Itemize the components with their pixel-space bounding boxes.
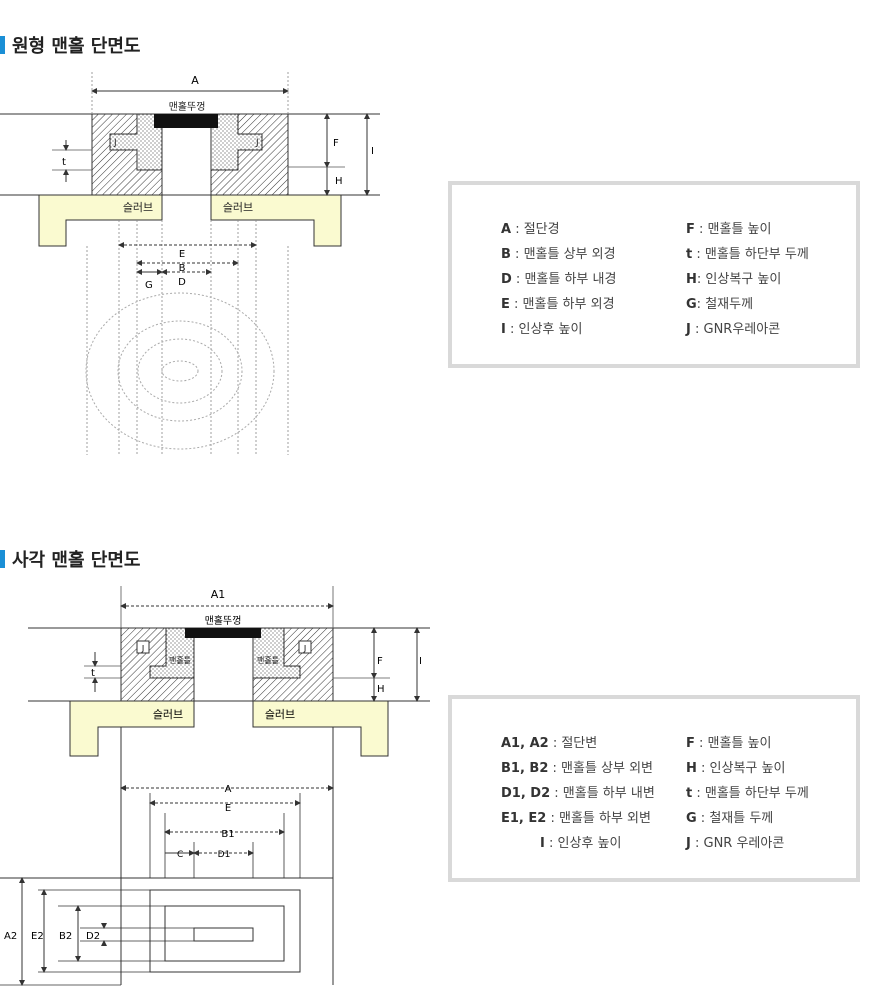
title-accent-bar [0,36,5,54]
title-accent-bar [0,550,5,568]
dim-d2-label: D2 [86,931,100,942]
slab-right-label: 슬러브 [265,708,295,721]
section-title-circular: 원형 맨홀 단면도 [0,33,140,57]
dim-a2-label: A2 [4,931,17,942]
legend-row: G : 철재틀 두께 [686,811,774,826]
legend-row: B : 맨홀틀 상부 외경 [501,247,616,262]
j-box-right [298,640,312,654]
section-title-square: 사각 맨홀 단면도 [0,547,140,571]
dim-e2-label: E2 [31,931,44,942]
dim-d-label: D [178,277,186,288]
legend-row: J : GNR 우레아콘 [686,836,785,851]
j-label-left: J [113,138,117,148]
legend-row: J : GNR우레아콘 [686,322,781,337]
slab-left [38,194,163,247]
plan-inner-rect [193,927,254,942]
frame-left [109,113,163,171]
dim-i-label: I [371,146,374,157]
dim-f-label: F [377,656,383,667]
dim-c-label: C [177,850,183,860]
slab-right [252,700,389,757]
dim-g-label: G [145,280,153,291]
cover-label: 맨홀뚜껑 [205,614,242,627]
dim-a-label: A [225,784,232,795]
slab-left-label: 슬러브 [153,708,183,721]
legend-row: t : 맨홀틀 하단부 두께 [686,786,809,801]
legend-row: G: 철재두께 [686,297,754,312]
dim-e-label: E [179,249,185,260]
legend-row: D1, D2 : 맨홀틀 하부 내변 [501,786,655,801]
cover-label: 맨홀뚜껑 [169,100,206,113]
slab-left [69,700,195,757]
j-label-right: J [255,138,259,148]
j-box-left [136,640,150,654]
legend-row: H : 인상복구 높이 [686,761,786,776]
manhole-cover [185,628,261,638]
legend-row: t : 맨홀틀 하단부 두께 [686,247,809,262]
legend-row: E : 맨홀틀 하부 외경 [501,297,615,312]
dim-a-label: A [191,74,199,87]
slab-right-label: 슬러브 [223,201,253,214]
frame-label-left: 맨홀틀 [169,655,191,665]
legend-row: B1, B2 : 맨홀틀 상부 외변 [501,761,654,776]
legend-row: A : 절단경 [501,222,560,237]
inner-projection-lines [149,793,301,878]
frame-right [252,627,301,679]
dim-e-label: E [225,803,231,814]
frame-right [210,113,263,171]
section-title-text: 원형 맨홀 단면도 [12,36,141,57]
legend-row: I : 인상후 높이 [501,322,583,337]
plan-view-circles [85,292,275,450]
dim-h-label: H [377,684,385,695]
dim-i-label: I [419,656,422,667]
square-manhole-diagram: J J 맨홀틀 맨홀틀 맨홀뚜껑 슬러브 슬러브 A1 F H I t A E … [0,586,430,986]
dim-b2-label: B2 [59,931,72,942]
dim-d1-label: D1 [218,850,231,860]
legend-row: A1, A2 : 절단변 [501,736,598,751]
legend-row: I : 인상후 높이 [540,836,622,851]
dim-b1-label: B1 [221,829,234,840]
dim-h-label: H [335,176,343,187]
slab-left-label: 슬러브 [123,201,153,214]
legend-row: F : 맨홀틀 높이 [686,222,772,237]
dim-t-label: t [62,157,66,168]
circular-manhole-diagram: 맨홀뚜껑 J J 슬러브 슬러브 A F H I t [0,72,380,455]
j-label-right: J [303,644,306,653]
legend-row: H: 인상복구 높이 [686,272,782,287]
dim-f-label: F [333,138,339,149]
plan-middle-rect [164,905,285,962]
legend-row: E1, E2 : 맨홀틀 하부 외변 [501,811,651,826]
plan-outer-rect [149,889,301,973]
square-legend-box: A1, A2 : 절단변 B1, B2 : 맨홀틀 상부 외변 D1, D2 :… [448,695,860,882]
frame-label-right: 맨홀틀 [257,655,279,665]
legend-row: F : 맨홀틀 높이 [686,736,772,751]
section-title-text: 사각 맨홀 단면도 [12,550,141,571]
dim-t-label: t [91,668,95,679]
legend-row: D : 맨홀틀 하부 내경 [501,272,617,287]
circular-legend-box: A : 절단경 B : 맨홀틀 상부 외경 D : 맨홀틀 하부 내경 E : … [448,181,860,368]
j-label-left: J [141,644,144,653]
manhole-cover [154,114,218,128]
dim-b-label: B [179,263,186,274]
dim-a1-label: A1 [211,588,226,601]
